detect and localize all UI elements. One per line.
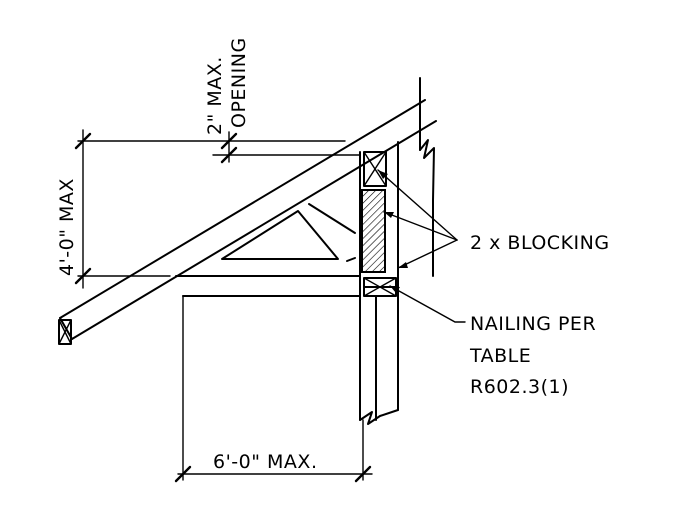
blocking-callout: 2 x BLOCKING bbox=[470, 232, 610, 254]
opening-dimension-value: 2" MAX. bbox=[204, 56, 226, 135]
width-dimension bbox=[174, 295, 373, 483]
width-dimension-label: 6'-0" MAX. bbox=[213, 451, 317, 473]
nailing-callout-line3: R602.3(1) bbox=[470, 376, 569, 398]
wall-stud bbox=[359, 77, 435, 425]
nailing-leader bbox=[389, 285, 466, 323]
truss-web bbox=[221, 203, 356, 262]
top-blocking-section bbox=[363, 151, 387, 187]
rafter-end-section bbox=[58, 319, 72, 345]
nailing-callout-line2: TABLE bbox=[469, 345, 531, 367]
blocking-leaders bbox=[377, 169, 458, 269]
blocking bbox=[361, 189, 386, 273]
height-dimension-label: 4'-0" MAX bbox=[56, 178, 78, 276]
opening-dimension-label: OPENING bbox=[228, 37, 250, 128]
height-dimension bbox=[74, 129, 346, 289]
nailing-callout-line1: NAILING PER bbox=[470, 313, 596, 335]
ceiling-joist bbox=[175, 275, 361, 297]
opening-dimension bbox=[212, 131, 361, 164]
